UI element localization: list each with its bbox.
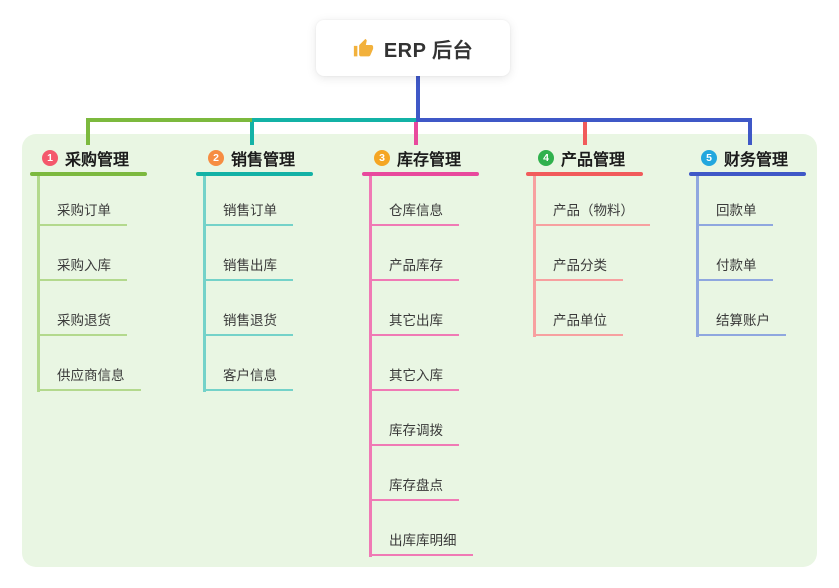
branch-trunk-5 (696, 176, 699, 337)
branch-label: 产品管理 (561, 152, 626, 169)
branch-underline-3 (362, 172, 479, 176)
child-topic[interactable]: 供应商信息 (37, 366, 141, 391)
child-topic[interactable]: 销售退货 (203, 311, 293, 336)
branch-label: 库存管理 (397, 152, 462, 169)
child-topic[interactable]: 客户信息 (203, 366, 293, 391)
child-topic[interactable]: 产品分类 (533, 256, 623, 281)
thumbs-up-icon (353, 38, 374, 59)
branch-header-2[interactable]: 2 销售管理 (208, 147, 295, 169)
branch-label: 销售管理 (231, 152, 296, 169)
branch-label: 采购管理 (65, 152, 130, 169)
child-topic[interactable]: 产品（物料） (533, 201, 650, 226)
child-topic[interactable]: 库存盘点 (369, 476, 459, 501)
branch-header-1[interactable]: 1 采购管理 (42, 147, 129, 169)
branch-number-badge: 2 (208, 150, 224, 166)
child-topic[interactable]: 采购订单 (37, 201, 127, 226)
branch-drop-3 (414, 118, 418, 145)
branch-drop-4 (583, 118, 587, 145)
branch-drop-2 (250, 118, 254, 145)
branch-underline-4 (526, 172, 643, 176)
bus-segment-1 (86, 118, 252, 122)
branch-number-badge: 5 (701, 150, 717, 166)
branch-number-badge: 4 (538, 150, 554, 166)
root-node[interactable]: ERP 后台 (316, 20, 510, 76)
branch-trunk-1 (37, 176, 40, 392)
branch-trunk-2 (203, 176, 206, 392)
bus-segment-3 (416, 118, 752, 122)
child-topic[interactable]: 出库库明细 (369, 531, 473, 556)
branch-drop-1 (86, 118, 90, 145)
child-topic[interactable]: 付款单 (696, 256, 773, 281)
child-topic[interactable]: 其它入库 (369, 366, 459, 391)
branch-header-5[interactable]: 5 财务管理 (701, 147, 788, 169)
child-topic[interactable]: 采购退货 (37, 311, 127, 336)
branch-trunk-4 (533, 176, 536, 337)
child-topic[interactable]: 回款单 (696, 201, 773, 226)
child-topic[interactable]: 产品单位 (533, 311, 623, 336)
branch-underline-2 (196, 172, 313, 176)
branch-header-3[interactable]: 3 库存管理 (374, 147, 461, 169)
root-title: ERP 后台 (383, 39, 474, 62)
branch-number-badge: 3 (374, 150, 390, 166)
child-topic[interactable]: 销售出库 (203, 256, 293, 281)
branch-label: 财务管理 (724, 152, 789, 169)
child-topic[interactable]: 库存调拨 (369, 421, 459, 446)
mindmap-panel (22, 134, 817, 567)
child-topic[interactable]: 仓库信息 (369, 201, 459, 226)
branch-number-badge: 1 (42, 150, 58, 166)
bus-segment-2 (252, 118, 416, 122)
branch-trunk-3 (369, 176, 372, 557)
child-topic[interactable]: 采购入库 (37, 256, 127, 281)
child-topic[interactable]: 结算账户 (696, 311, 786, 336)
child-topic[interactable]: 其它出库 (369, 311, 459, 336)
root-connector-line (416, 75, 420, 122)
branch-header-4[interactable]: 4 产品管理 (538, 147, 625, 169)
branch-drop-5 (748, 118, 752, 145)
child-topic[interactable]: 产品库存 (369, 256, 459, 281)
branch-underline-1 (30, 172, 147, 176)
child-topic[interactable]: 销售订单 (203, 201, 293, 226)
branch-underline-5 (689, 172, 806, 176)
